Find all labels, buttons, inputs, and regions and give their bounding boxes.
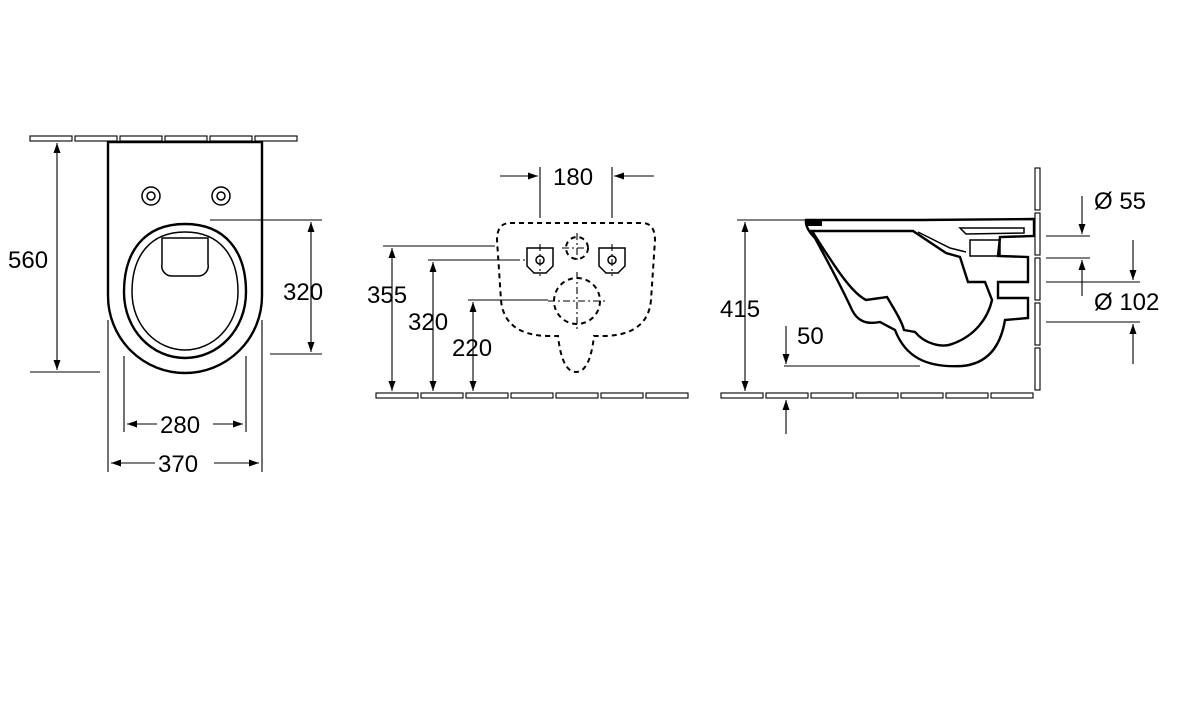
wall-line <box>1034 167 1041 391</box>
left-mounting-plate <box>526 247 554 274</box>
inner-width-label: 280 <box>160 412 200 439</box>
rim-insert <box>806 219 822 226</box>
inlet-diameter-label: Ø 55 <box>1094 188 1146 215</box>
top-height-label: 355 <box>367 282 407 309</box>
floor-line <box>720 392 1034 399</box>
floor-line <box>375 392 689 399</box>
rear-view: 180 355 320 220 <box>367 164 689 399</box>
height-label: 415 <box>720 296 760 323</box>
right-mounting-plate <box>598 247 626 274</box>
top-view: 560 320 280 370 <box>8 135 323 478</box>
wall-line <box>29 135 298 142</box>
bowl-profile <box>804 217 1036 368</box>
bowl-opening-depth-label: 320 <box>283 279 323 306</box>
bowl-inner <box>809 229 994 347</box>
seat-outline <box>122 222 248 360</box>
bowl-inner-outline <box>131 231 239 351</box>
left-fixing-bolt <box>141 186 161 206</box>
floor-gap-label: 50 <box>797 323 824 350</box>
outlet-height-label: 220 <box>452 335 492 362</box>
right-fixing-bolt <box>211 186 231 206</box>
bolt-spacing-label: 180 <box>553 164 593 191</box>
flush-channel <box>917 231 967 253</box>
outlet-diameter-label: Ø 102 <box>1094 289 1159 316</box>
side-view: 415 50 Ø 55 Ø 102 <box>720 167 1159 434</box>
bolt-height-label: 320 <box>408 309 448 336</box>
toilet-outline <box>106 140 264 375</box>
rim-detail <box>958 227 1025 235</box>
rear-outline <box>495 222 657 374</box>
inlet-connector <box>969 239 1001 257</box>
depth-label: 560 <box>8 247 48 274</box>
outer-width-label: 370 <box>158 451 198 478</box>
flush-opening <box>161 237 209 277</box>
